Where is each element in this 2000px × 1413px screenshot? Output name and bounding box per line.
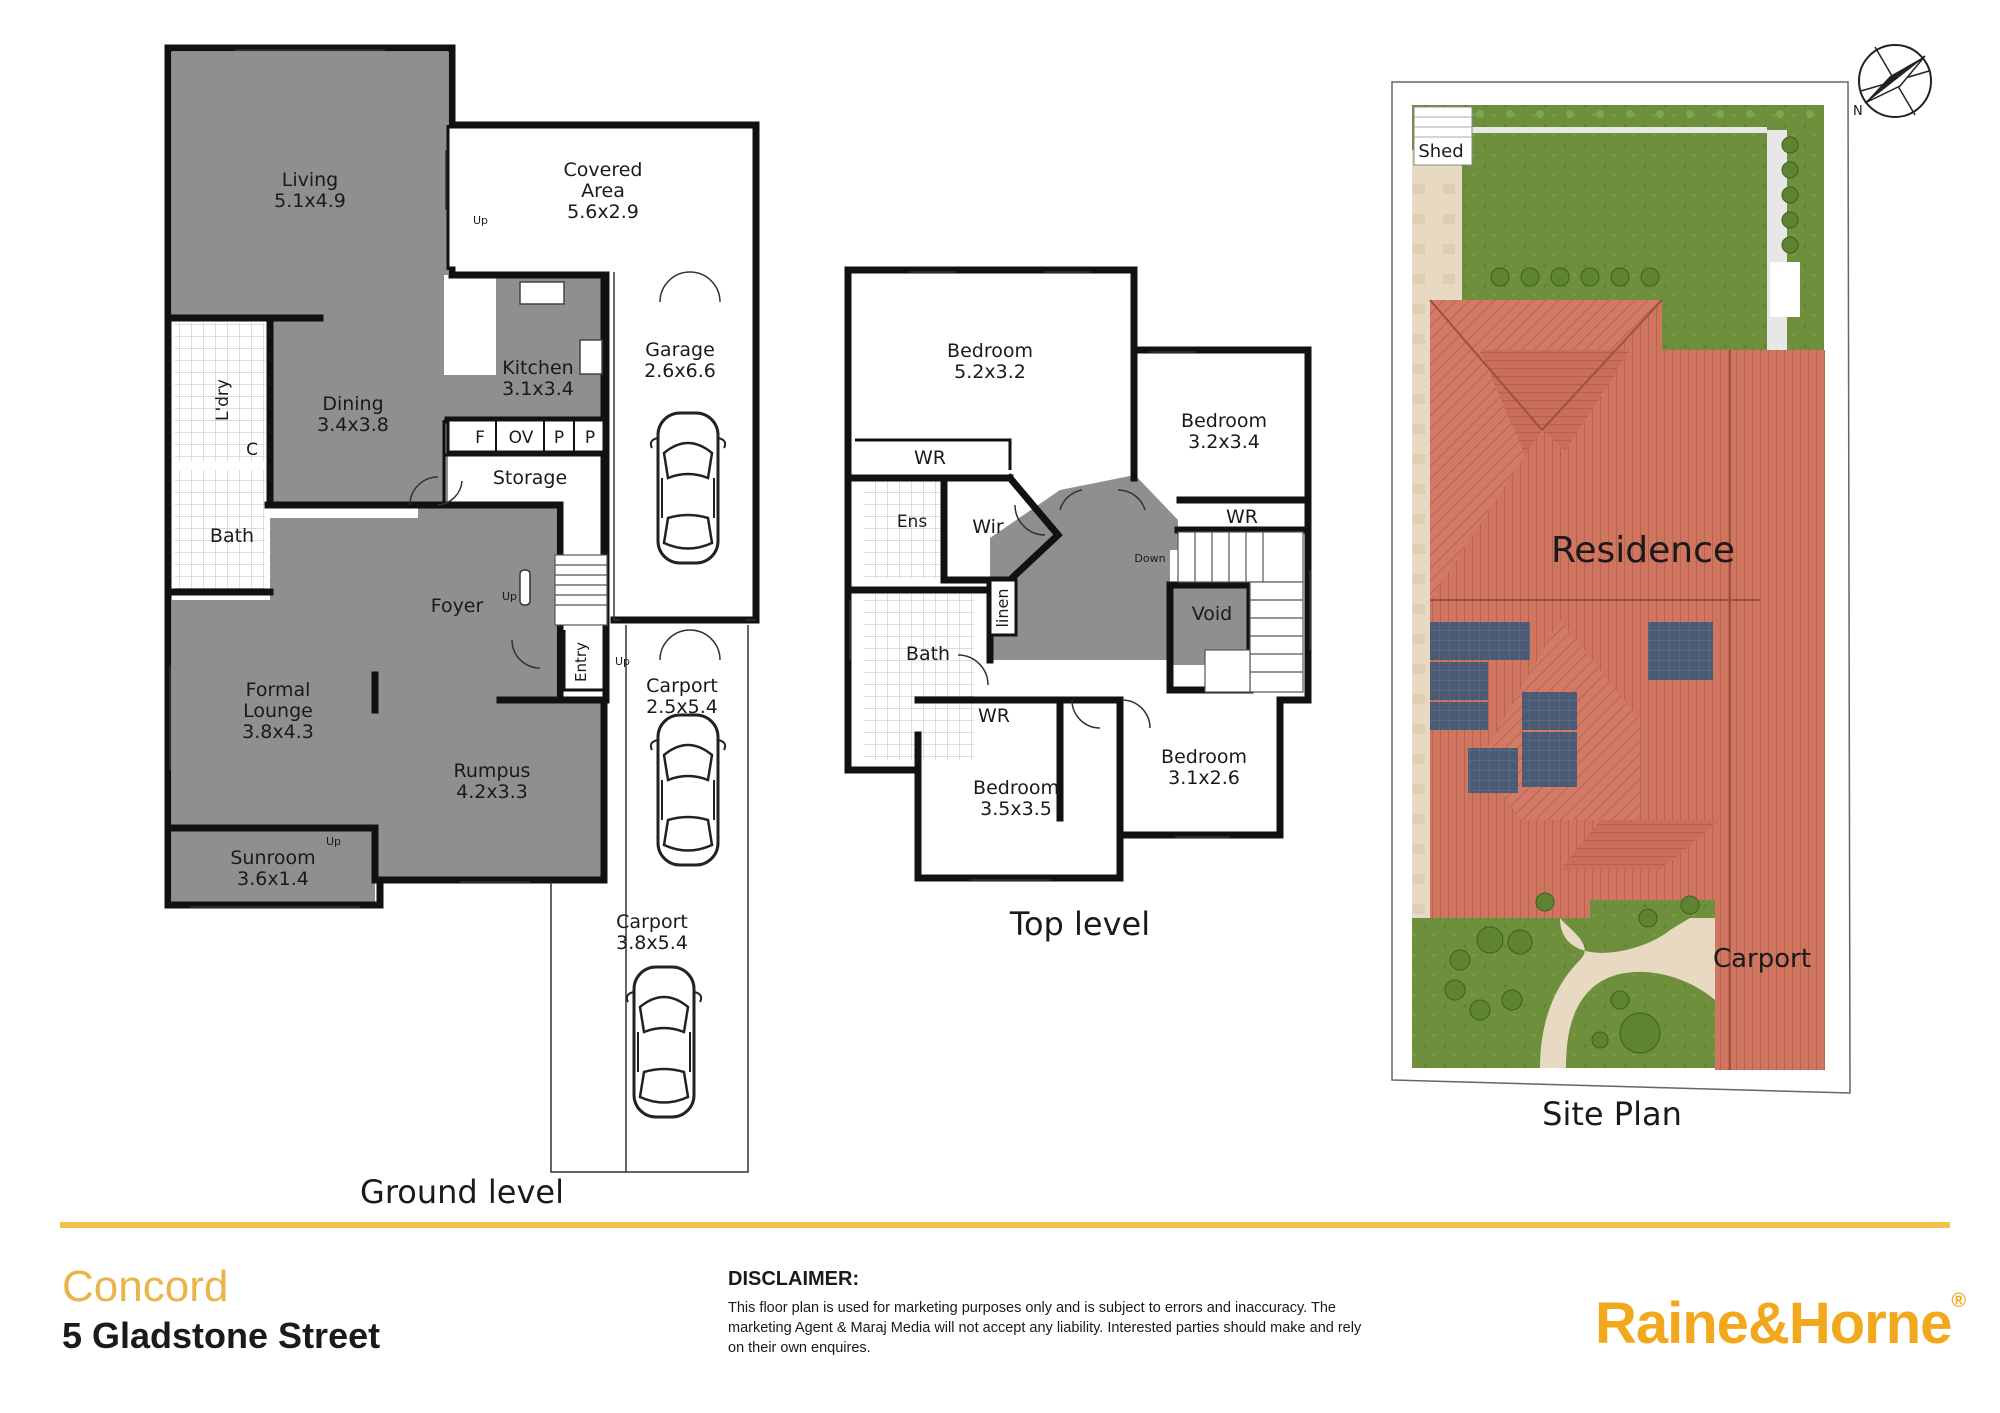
footer-divider [60,1222,1950,1228]
living-label: Living [282,169,339,191]
compass-icon: N [1853,44,1932,119]
cupboard-label: C [246,440,258,460]
site-plan-caption: Site Plan [1542,1095,1682,1133]
garage-label: Garage [645,339,715,361]
up-label: Up [326,835,341,848]
bath-label: Bath [906,643,950,665]
pantry-label: P [554,428,564,448]
solar-panels [1430,622,1713,793]
residence-label: Residence [1551,530,1735,571]
wr2-label: WR [1226,506,1258,528]
up-label: Up [473,214,488,227]
site-plan: Shed Residence Carport Site Plan [1391,81,1851,1133]
carport-label: Carport [1713,944,1811,974]
bedroom2-label: Bedroom [1181,410,1267,432]
carport-rear-label: Carport [616,911,688,933]
ground-level-plan: Living 5.1x4.9 Covered Area 5.6x2.9 Dini… [164,44,760,1211]
bedroom4-size: 3.1x2.6 [1168,767,1240,789]
down-label: Down [1134,552,1165,565]
brand-name: Raine&Horne [1595,1291,1952,1356]
formal-lounge-label-2: Lounge [243,700,313,722]
car-icon [649,713,727,867]
entry-label: Entry [572,642,590,682]
void-label: Void [1192,603,1233,625]
living-dining-area [172,52,448,518]
top-level-plan: Bedroom 5.2x3.2 Bedroom 3.2x3.4 Bedroom … [844,266,1312,943]
dining-size: 3.4x3.8 [317,414,389,436]
living-size: 5.1x4.9 [274,190,346,212]
laundry-tiles [175,322,265,462]
up-label: Up [502,590,517,603]
kitchen-size: 3.1x3.4 [502,378,574,400]
garage-size: 2.6x6.6 [644,360,716,382]
wr1-label: WR [914,447,946,469]
sunroom-label: Sunroom [230,847,315,869]
laundry-label: L'dry [213,379,233,421]
sunroom-area [172,828,375,903]
sunroom-size: 3.6x1.4 [237,868,309,890]
bath-tiles [175,470,265,590]
bath-label: Bath [210,525,254,547]
car-icon [649,411,727,565]
ground-level-caption: Ground level [360,1173,564,1211]
oven-label: OV [509,428,534,448]
up-label: Up [615,655,630,668]
carport-rear-size: 3.8x5.4 [616,932,688,954]
bedroom4-label: Bedroom [1161,746,1247,768]
bedroom3-label: Bedroom [973,777,1059,799]
shed-label: Shed [1418,141,1463,162]
formal-lounge-size: 3.8x4.3 [242,721,314,743]
bedroom1-label: Bedroom [947,340,1033,362]
wir-label: Wir [972,516,1004,538]
ensuite-label: Ens [897,512,928,532]
covered-area-size: 5.6x2.9 [567,201,639,223]
compass-north-label: N [1853,104,1863,119]
foyer-rumpus-area [172,505,604,880]
car-icon [625,965,703,1119]
kitchen-label: Kitchen [502,357,573,379]
formal-lounge-label: Formal [246,679,311,701]
dining-label: Dining [322,393,383,415]
rumpus-label: Rumpus [454,760,531,782]
street-address: 5 Gladstone Street [62,1315,381,1356]
storage-label: Storage [493,467,567,489]
disclaimer-title: DISCLAIMER: [728,1268,860,1290]
rumpus-size: 4.2x3.3 [456,781,528,803]
pantry-label-2: P [585,428,595,448]
bedroom3-size: 3.5x3.5 [980,798,1052,820]
fridge-label: F [475,428,485,448]
disclaimer-text: This floor plan is used for marketing pu… [728,1300,1362,1356]
suburb-title: Concord [62,1262,229,1311]
landing-area [990,475,1178,660]
top-level-caption: Top level [1009,905,1150,943]
bedroom1-size: 5.2x3.2 [954,361,1026,383]
carport-front-label: Carport [646,675,718,697]
carport-front-size: 2.5x5.4 [646,696,718,718]
brand-logo: Raine&Horne® [1595,1290,1966,1356]
covered-area-label-2: Area [581,180,625,202]
linen-label: linen [993,588,1012,627]
wr3-label: WR [978,705,1010,727]
covered-area-label: Covered [564,159,643,181]
bedroom2-size: 3.2x3.4 [1188,431,1260,453]
foyer-label: Foyer [431,595,484,617]
